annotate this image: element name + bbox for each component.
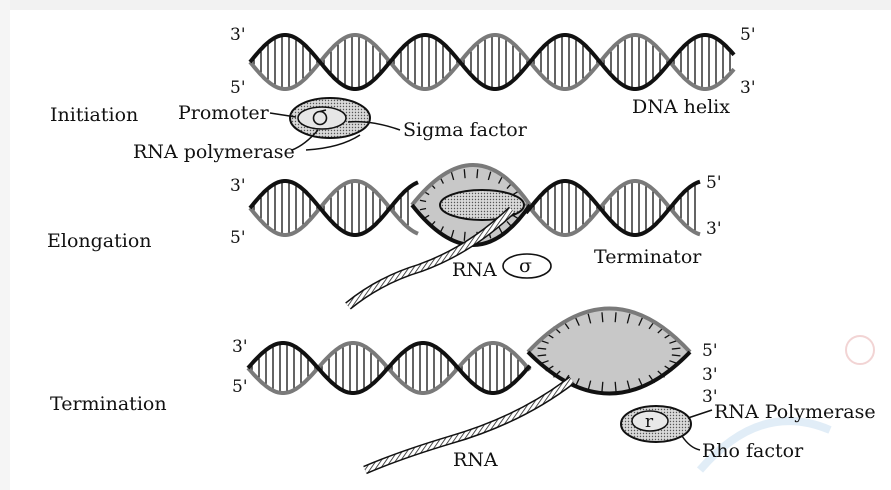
base-pair-rung [464, 232, 465, 241]
end-label: 5' [232, 377, 248, 397]
dna-helix-label: DNA helix [632, 96, 730, 118]
stage-initiation: Initiation [50, 104, 138, 126]
base-pair-rung [602, 382, 603, 392]
base-pair-rung [464, 169, 465, 178]
end-label: 3' [702, 365, 718, 385]
end-label: 3' [230, 176, 246, 196]
rna-polymerase-label: RNA polymerase [133, 141, 295, 163]
promoter-label: Promoter [178, 102, 270, 124]
rho-factor-label: Rho factor [702, 440, 804, 462]
rna-polymerase-rho: r [621, 406, 691, 442]
end-label: 5' [230, 228, 246, 248]
end-label: 5' [706, 173, 722, 193]
rna-label: RNA [453, 449, 498, 471]
terminator-label: Terminator [594, 246, 702, 268]
rna-polymerase-label: RNA Polymerase [714, 401, 876, 423]
sigma-factor-label: Sigma factor [403, 119, 528, 141]
stage-termination: Termination [50, 393, 167, 415]
rna-polymerase-sigma [290, 98, 370, 138]
base-pair-rung [615, 382, 616, 392]
end-label: 3' [232, 337, 248, 357]
base-pair-rung [477, 169, 478, 178]
end-label: 3' [740, 78, 756, 98]
end-label: 3' [706, 219, 722, 239]
end-label: 5' [230, 78, 246, 98]
sigma-symbol: σ [519, 255, 532, 277]
end-label: 5' [740, 25, 756, 45]
stage-elongation: Elongation [47, 230, 152, 252]
end-label: 5' [702, 341, 718, 361]
rna-label: RNA [452, 259, 497, 281]
released-sigma: σ [503, 254, 551, 278]
base-pair-rung [615, 312, 616, 322]
base-pair-rung [602, 312, 603, 322]
rho-symbol: r [645, 412, 654, 432]
end-label: 3' [230, 25, 246, 45]
